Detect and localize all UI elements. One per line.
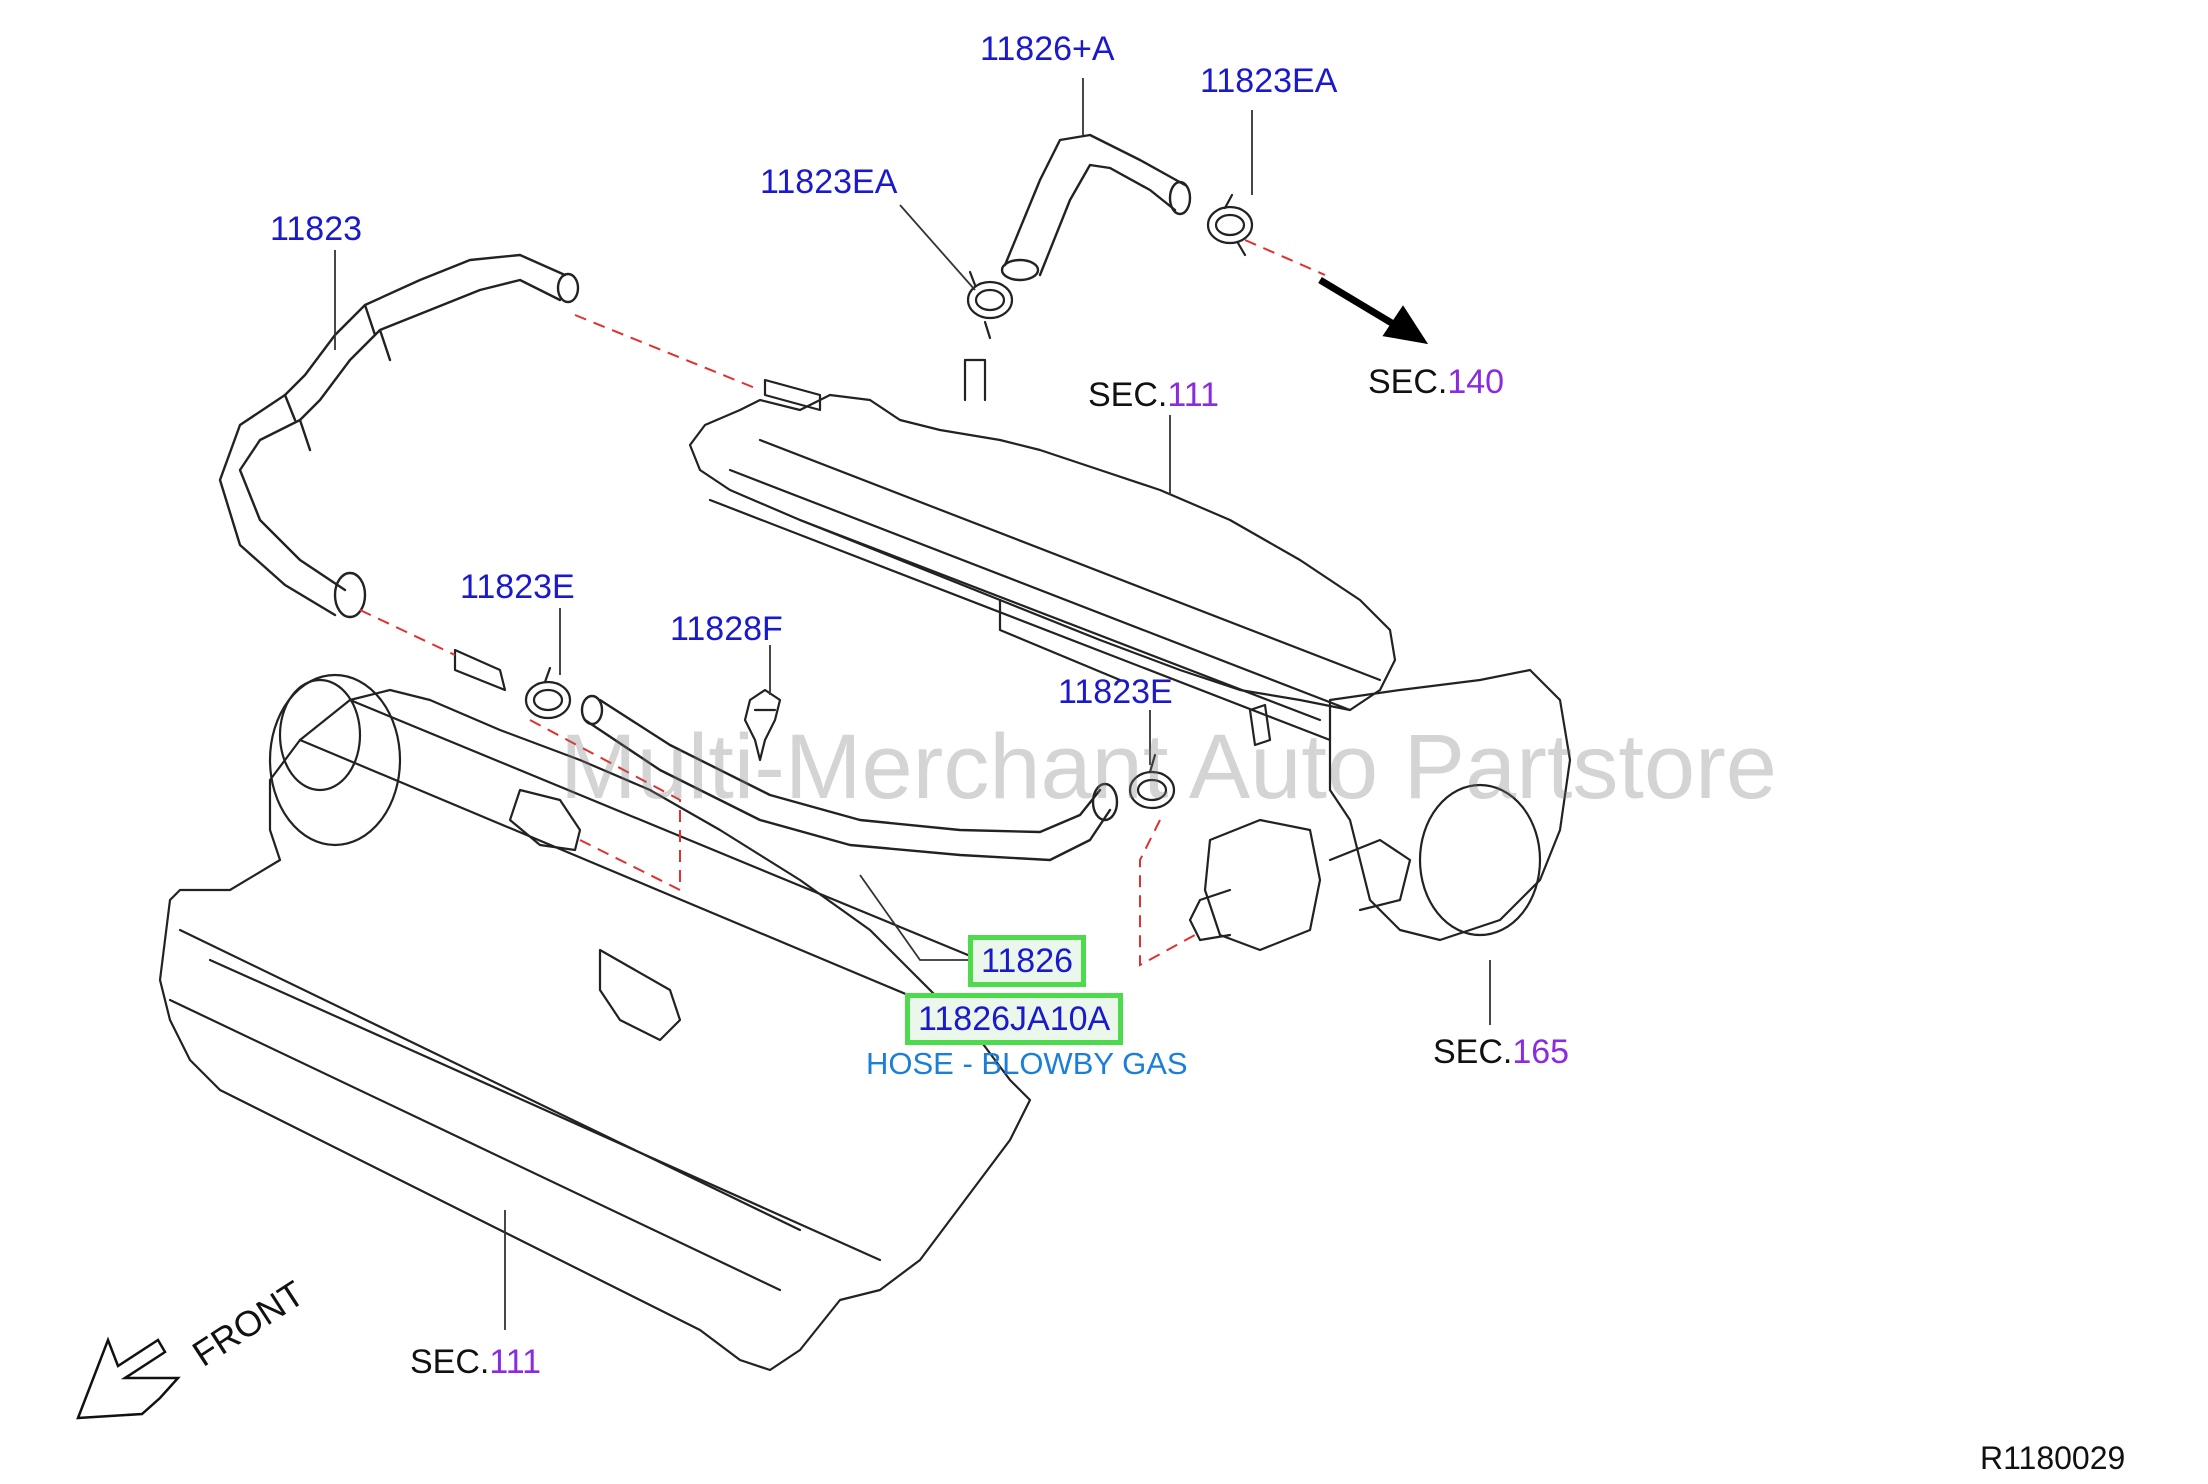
section-prefix: SEC. — [410, 1343, 490, 1381]
callout-11823ea-top-right[interactable]: 11823EA — [1200, 62, 1338, 100]
pcv-nipple-left — [763, 378, 822, 412]
pcv-nipple-lower — [453, 648, 507, 692]
callout-11823[interactable]: 11823 — [270, 210, 363, 248]
hose-11823 — [218, 253, 580, 619]
section-prefix: SEC. — [1088, 376, 1168, 414]
callout-11823ea-top-left[interactable]: 11823EA — [760, 163, 898, 201]
section-prefix: SEC. — [1368, 363, 1448, 401]
section-number: 165 — [1512, 1033, 1570, 1071]
leader-11826 — [859, 874, 968, 961]
dashed-leader-2 — [359, 609, 456, 656]
throttle-body — [1188, 668, 1572, 952]
upper-rocker-cover — [688, 393, 1397, 742]
section-number: 111 — [1167, 376, 1220, 414]
dashed-leader-5 — [1139, 819, 1196, 967]
clamp-11823e-right — [1128, 753, 1176, 810]
front-arrow-icon — [76, 1336, 181, 1420]
callout-11828f[interactable]: 11828F — [670, 610, 783, 648]
arrow-to-sec140 — [1318, 276, 1429, 345]
dashed-leader-4 — [1244, 239, 1326, 276]
section-number: 111 — [489, 1343, 542, 1381]
section-ref-140[interactable]: SEC.140 — [1368, 365, 1504, 399]
callout-11826a[interactable]: 11826+A — [980, 30, 1115, 68]
diagram-reference: R1180029 — [1980, 1440, 2126, 1476]
callout-11823e-left[interactable]: 11823E — [460, 568, 575, 606]
dashed-leader-1 — [574, 314, 761, 391]
section-prefix: SEC. — [1433, 1033, 1513, 1071]
watermark: Multi-Merchant Auto Partstore — [560, 716, 1777, 818]
callout-11826ja10a-highlighted[interactable]: 11826JA10A — [905, 993, 1124, 1045]
section-number: 140 — [1447, 363, 1505, 401]
leader-11823ea-tl — [899, 204, 976, 291]
callout-11826-highlighted[interactable]: 11826 — [968, 935, 1087, 987]
clamp-11823e-left — [524, 666, 572, 720]
pcv-nipple-top — [963, 358, 987, 402]
section-ref-165[interactable]: SEC.165 — [1433, 1035, 1569, 1069]
clamp-11823ea-top-left — [966, 270, 1014, 340]
pcv-nipple-right — [1248, 703, 1272, 747]
dashed-leader-3 — [529, 719, 681, 892]
callout-11823e-right[interactable]: 11823E — [1058, 673, 1173, 711]
section-ref-111-upper[interactable]: SEC.111 — [1088, 378, 1219, 412]
lower-rocker-cover — [158, 673, 1032, 1372]
clamp-11823ea-top-right — [1206, 193, 1254, 257]
hose-11826 — [580, 694, 1119, 862]
part-description: HOSE - BLOWBY GAS — [866, 1046, 1188, 1081]
section-ref-111-lower[interactable]: SEC.111 — [410, 1345, 541, 1379]
hose-11826a — [1000, 133, 1192, 282]
